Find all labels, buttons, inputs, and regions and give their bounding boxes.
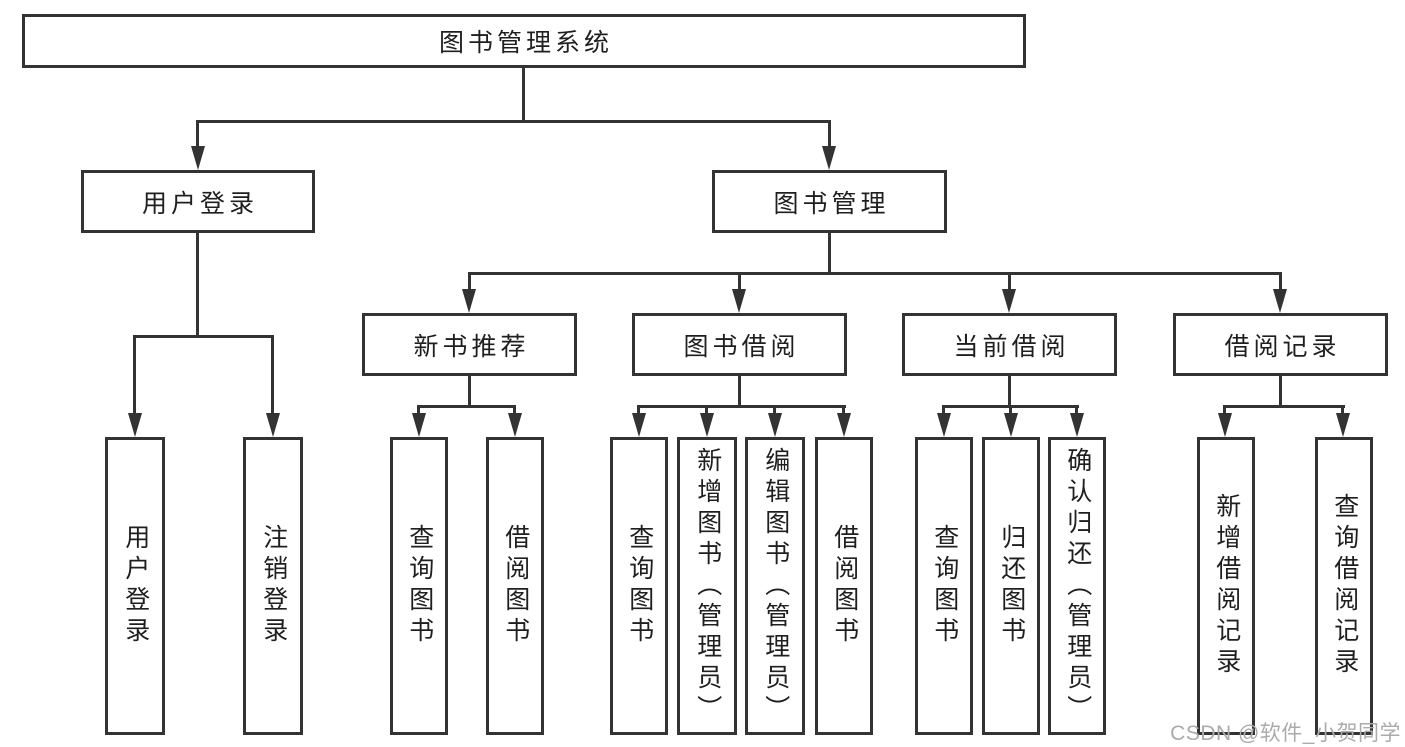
- leaf-query-books-2: 查询图书: [610, 437, 668, 735]
- leaf-borrow-books-2-label: 借阅图书: [830, 524, 859, 648]
- connector-book-management-stem: [828, 233, 831, 274]
- watermark: CSDN @软件_小贺同学: [1170, 722, 1401, 745]
- arrow-down-icon: [1070, 413, 1084, 437]
- leaf-add-book-admin: 新增图书（管理员）: [677, 437, 737, 735]
- connector-drop: [637, 405, 640, 419]
- connector-drop: [1075, 405, 1078, 419]
- leaf-query-books-3-label: 查询图书: [930, 524, 959, 648]
- arrow-down-icon: [732, 289, 746, 313]
- node-current-borrow-label: 当前借阅: [953, 332, 1070, 361]
- leaf-confirm-return-admin: 确认归还（管理员）: [1048, 437, 1106, 735]
- leaf-user-login: 用户登录: [105, 437, 165, 735]
- arrow-down-icon: [1336, 413, 1350, 437]
- node-borrow-records: 借阅记录: [1173, 313, 1388, 376]
- connector-root-stem: [522, 68, 525, 122]
- connector-drop-leaf-logout: [271, 335, 274, 417]
- connector-book-management-rail: [468, 272, 1282, 275]
- leaf-edit-book-admin-label: 编辑图书（管理员）: [761, 446, 790, 726]
- leaf-user-login-label: 用户登录: [121, 524, 150, 648]
- arrow-down-icon: [822, 146, 836, 170]
- connector-drop: [842, 405, 845, 419]
- leaf-return-books: 归还图书: [982, 437, 1040, 735]
- node-book-borrow-label: 图书借阅: [683, 332, 800, 361]
- connector-drop: [705, 405, 708, 419]
- arrow-down-icon: [1273, 289, 1287, 313]
- leaf-query-borrow-record: 查询借阅记录: [1315, 437, 1373, 735]
- arrow-down-icon: [1218, 413, 1232, 437]
- connector-user-login-stem: [196, 233, 199, 337]
- leaf-return-books-label: 归还图书: [997, 524, 1026, 648]
- connector-group4-rail: [1223, 405, 1345, 408]
- node-root: 图书管理系统: [22, 14, 1026, 68]
- connector-group2-stem: [738, 376, 741, 407]
- leaf-logout: 注销登录: [243, 437, 303, 735]
- connector-user-login-rail: [133, 335, 274, 338]
- connector-drop: [1009, 405, 1012, 419]
- arrow-down-icon: [128, 413, 142, 437]
- connector-drop: [773, 405, 776, 419]
- node-book-management: 图书管理: [712, 170, 947, 233]
- leaf-confirm-return-admin-label: 确认归还（管理员）: [1063, 446, 1092, 726]
- node-new-book-recommend: 新书推荐: [362, 313, 577, 376]
- leaf-query-books-1-label: 查询图书: [405, 524, 434, 648]
- connector-drop: [1223, 405, 1226, 419]
- node-user-login: 用户登录: [81, 170, 315, 233]
- node-new-book-recommend-label: 新书推荐: [413, 332, 530, 361]
- node-book-management-label: 图书管理: [773, 189, 890, 218]
- leaf-query-books-3: 查询图书: [915, 437, 973, 735]
- leaf-add-borrow-record-label: 新增借阅记录: [1212, 493, 1241, 679]
- arrow-down-icon: [937, 413, 951, 437]
- leaf-logout-label: 注销登录: [259, 524, 288, 648]
- connector-drop-current-borrow: [1008, 272, 1011, 292]
- arrow-down-icon: [632, 413, 646, 437]
- arrow-down-icon: [768, 413, 782, 437]
- connector-drop-user-login: [196, 120, 199, 150]
- connector-drop: [1341, 405, 1344, 419]
- arrow-down-icon: [266, 413, 280, 437]
- connector-drop: [417, 405, 420, 419]
- connector-drop-book-borrow: [738, 272, 741, 292]
- connector-group1-stem: [468, 376, 471, 407]
- leaf-borrow-books-1: 借阅图书: [486, 437, 544, 735]
- connector-group2-rail: [637, 405, 846, 408]
- arrow-down-icon: [412, 413, 426, 437]
- connector-group3-stem: [1008, 376, 1011, 407]
- node-book-borrow: 图书借阅: [632, 313, 847, 376]
- leaf-query-books-2-label: 查询图书: [625, 524, 654, 648]
- arrow-down-icon: [191, 146, 205, 170]
- connector-drop: [513, 405, 516, 419]
- arrow-down-icon: [462, 289, 476, 313]
- arrow-down-icon: [1002, 289, 1016, 313]
- arrow-down-icon: [508, 413, 522, 437]
- leaf-edit-book-admin: 编辑图书（管理员）: [745, 437, 805, 735]
- connector-drop-leaf-user-login: [133, 335, 136, 417]
- leaf-query-borrow-record-label: 查询借阅记录: [1330, 493, 1359, 679]
- arrow-down-icon: [837, 413, 851, 437]
- arrow-down-icon: [1004, 413, 1018, 437]
- connector-drop-new-book-recommend: [468, 272, 471, 292]
- connector-drop: [942, 405, 945, 419]
- leaf-borrow-books-2: 借阅图书: [815, 437, 873, 735]
- connector-drop-borrow-records: [1279, 272, 1282, 292]
- leaf-add-borrow-record: 新增借阅记录: [1197, 437, 1255, 735]
- leaf-add-book-admin-label: 新增图书（管理员）: [693, 446, 722, 726]
- arrow-down-icon: [700, 413, 714, 437]
- leaf-borrow-books-1-label: 借阅图书: [501, 524, 530, 648]
- connector-group1-rail: [417, 405, 516, 408]
- connector-drop-book-management: [828, 120, 831, 150]
- node-current-borrow: 当前借阅: [902, 313, 1117, 376]
- connector-group4-stem: [1279, 376, 1282, 407]
- node-root-label: 图书管理系统: [438, 29, 613, 57]
- connector-root-rail: [197, 120, 830, 123]
- node-user-login-label: 用户登录: [141, 189, 258, 218]
- node-borrow-records-label: 借阅记录: [1224, 332, 1341, 361]
- leaf-query-books-1: 查询图书: [390, 437, 448, 735]
